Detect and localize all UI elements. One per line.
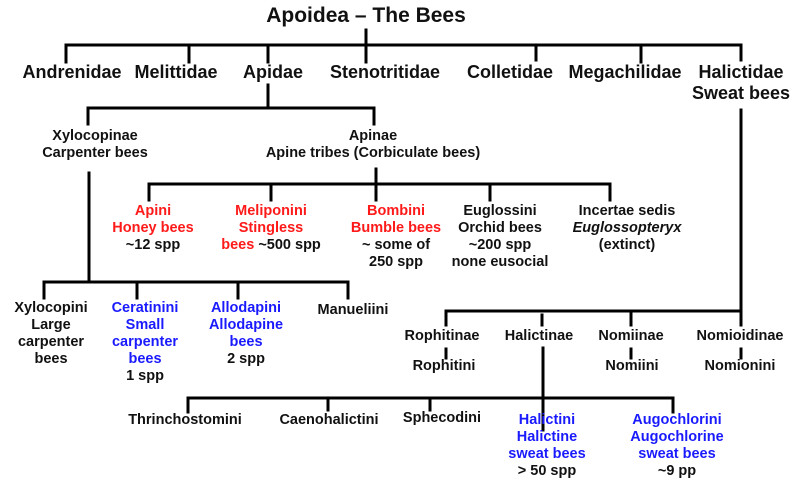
tribe-note: none eusocial [451,254,549,271]
tribe-thrinchostomini: Thrinchostomini [128,412,242,429]
subfamily-common-name: Carpenter bees [42,145,148,162]
tribe-common-name-cont: bees [221,237,255,254]
family-andrenidae: Andrenidae [22,62,121,83]
diagram-title: Apoidea – The Bees [266,4,466,29]
tribe-label: Nomionini [704,358,776,374]
tribe-label: Thrinchostomini [128,412,242,428]
tribe-allodapini: Allodapini Allodapine bees 2 spp [209,300,283,368]
tribe-common-name-cont: bees [128,351,162,368]
tribe-label: Manueliini [317,302,389,318]
tribe-rophitini: Rophitini [413,358,476,375]
subfamily-label: Xylocopinae [52,128,138,144]
tribe-common-name-cont: carpenter [111,334,179,351]
subfamily-common-name: Apine tribes (Corbiculate bees) [265,145,481,162]
subfamily-nomiinae: Nomiinae [598,328,663,345]
tribe-xylocopini: Xylocopini Large carpenter bees [14,300,87,368]
tribe-common-name: Stingless [238,220,304,237]
tribe-label: Nomiini [605,358,659,374]
tribe-label: Sphecodini [402,410,482,426]
species-count: ~200 spp [468,237,532,254]
subfamily-nomioidinae: Nomioidinae [696,328,783,345]
tribe-common-name: Augochlorine [630,429,724,446]
species-count-cont: 250 spp [369,254,423,271]
tribe-euglossini: Euglossini Orchid bees ~200 spp none eus… [452,203,549,271]
subfamily-label: Nomiinae [598,328,664,344]
tribe-augochlorini: Augochlorini Augochlorine sweat bees ~9 … [630,412,723,480]
family-megachilidae: Megachilidae [568,62,681,83]
species-count: ~12 spp [125,237,181,254]
species-count: ~9 pp [657,463,697,480]
subfamily-label: Nomioidinae [696,328,784,344]
tribe-incertae-sedis: Incertae sedis Euglossopteryx (extinct) [573,203,682,254]
family-label: Melittidae [134,62,218,82]
family-label: Stenotritidae [329,62,441,82]
tribe-label: Rophitini [412,358,476,374]
species-count: ~ some of [361,237,431,254]
subfamily-rophitinae: Rophitinae [405,328,480,345]
family-halictidae: Halictidae Sweat bees [692,62,790,104]
tribe-nomionini: Nomionini [705,358,776,375]
tribe-label: Apini [134,203,172,219]
subfamily-label: Rophitinae [404,328,480,344]
tribe-nomiini: Nomiini [605,358,658,375]
tribe-common-name-cont: sweat bees [638,446,716,463]
family-label: Andrenidae [22,62,122,82]
family-label: Apidae [242,62,304,82]
tribe-common-name: Bumble bees [350,220,442,237]
species-count: 1 spp [126,368,164,385]
tribe-label: Euglossini [463,203,537,219]
species-count: 2 spp [227,351,265,368]
family-label: Megachilidae [568,62,682,82]
genus-name: Euglossopteryx [572,220,682,237]
tribe-label: Halictini [518,412,576,428]
tribe-common-name: Orchid bees [458,220,542,237]
tribe-label: Augochlorini [632,412,722,428]
tribe-common-name: Small [125,317,165,334]
tribe-label: Xylocopini [14,300,88,316]
family-label: Halictidae [698,62,784,82]
tribe-common-name-cont: carpenter [17,334,85,351]
species-count: ~500 spp [258,237,321,254]
tribe-ceratinini: Ceratinini Small carpenter bees 1 spp [112,300,179,386]
family-label: Colletidae [466,62,554,82]
subfamily-label: Apinae [348,128,398,144]
tribe-common-name-cont: bees [34,351,68,368]
title-text: Apoidea – The Bees [266,4,466,27]
species-count: > 50 spp [517,463,577,480]
tribe-sphecodini: Sphecodini [403,410,481,427]
tribe-caenohalictini: Caenohalictini [279,412,378,429]
tribe-meliponini: Meliponini Stingless bees ~500 spp [221,203,321,254]
tribe-common-name-cont: sweat bees [508,446,586,463]
tribe-manueliini: Manueliini [318,302,389,319]
tribe-common-name-cont: bees [229,334,263,351]
tribe-label: Incertae sedis [578,203,676,219]
tribe-label: Ceratinini [111,300,179,316]
family-apidae: Apidae [243,62,303,83]
tribe-bombini: Bombini Bumble bees ~ some of 250 spp [351,203,441,271]
tribe-apini: Apini Honey bees ~12 spp [112,203,193,254]
subfamily-halictinae: Halictinae [505,328,574,345]
subfamily-label: Halictinae [504,328,574,344]
tribe-common-name: Allodapine [208,317,284,334]
subfamily-xylocopinae: Xylocopinae Carpenter bees [42,128,148,162]
tribe-common-name: Large [31,317,71,334]
tribe-common-name: Honey bees [112,220,194,237]
tribe-label: Caenohalictini [279,412,379,428]
family-melittidae: Melittidae [134,62,217,83]
tribe-common-name: Halictine [516,429,578,446]
tribe-label: Bombini [367,203,425,219]
family-colletidae: Colletidae [467,62,553,83]
tribe-label: Meliponini [235,203,307,219]
tribe-note: (extinct) [598,237,656,254]
tribe-halictini: Halictini Halictine sweat bees > 50 spp [508,412,585,480]
family-common-name: Sweat bees [691,83,791,104]
tribe-label: Allodapini [210,300,282,316]
family-stenotritidae: Stenotritidae [330,62,440,83]
subfamily-apinae: Apinae Apine tribes (Corbiculate bees) [266,128,480,162]
